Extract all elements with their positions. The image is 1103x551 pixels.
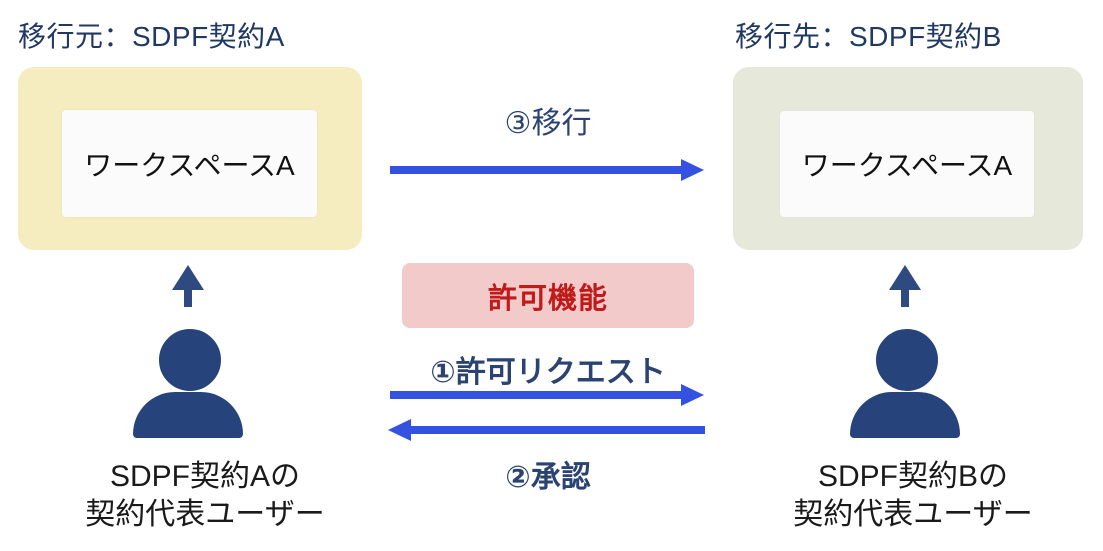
request-arrow-shaft — [390, 391, 683, 399]
destination-workspace-box: ワークスペースA — [780, 111, 1034, 217]
destination-workspace-label: ワークスペースA — [801, 150, 1013, 181]
source-contract-panel: ワークスペースA — [18, 67, 362, 250]
caption-line1: SDPF契約Bの — [817, 460, 1009, 493]
source-up-arrow-icon — [172, 265, 204, 307]
approval-label: ②承認 — [505, 461, 591, 494]
destination-person-icon — [850, 326, 960, 438]
up-arrow-head — [889, 265, 921, 290]
permission-feature-label: 許可機能 — [487, 282, 608, 315]
up-arrow-stem — [901, 289, 909, 307]
person-shoulders — [850, 392, 960, 438]
up-arrow-stem — [184, 289, 192, 307]
permission-feature-box: 許可機能 — [402, 263, 694, 328]
person-head — [873, 326, 941, 394]
destination-user-caption: SDPF契約Bの 契約代表ユーザー — [753, 458, 1073, 533]
destination-up-arrow-icon — [889, 265, 921, 307]
person-shoulders — [133, 392, 243, 438]
migration-label: ③移行 — [504, 107, 592, 140]
approval-arrow-head — [388, 419, 411, 441]
caption-line1: SDPF契約Aの — [109, 460, 301, 493]
destination-contract-panel: ワークスペースA — [733, 67, 1083, 250]
source-person-icon — [133, 326, 243, 438]
migration-arrow-head — [681, 159, 704, 181]
source-workspace-label: ワークスペースA — [84, 149, 295, 181]
migration-arrow-shaft — [390, 166, 683, 174]
caption-line2: 契約代表ユーザー — [85, 497, 325, 531]
up-arrow-head — [172, 265, 204, 290]
person-head — [156, 326, 224, 394]
destination-title: 移行先：SDPF契約B — [735, 21, 1002, 52]
source-user-caption: SDPF契約Aの 契約代表ユーザー — [35, 458, 375, 533]
permission-request-label: ①許可リクエスト — [430, 356, 666, 389]
request-arrow-head — [681, 384, 704, 406]
caption-line2: 契約代表ユーザー — [793, 497, 1033, 531]
source-title: 移行元：SDPF契約A — [18, 21, 285, 52]
approval-arrow-shaft — [409, 426, 705, 434]
source-workspace-box: ワークスペースA — [62, 110, 317, 217]
